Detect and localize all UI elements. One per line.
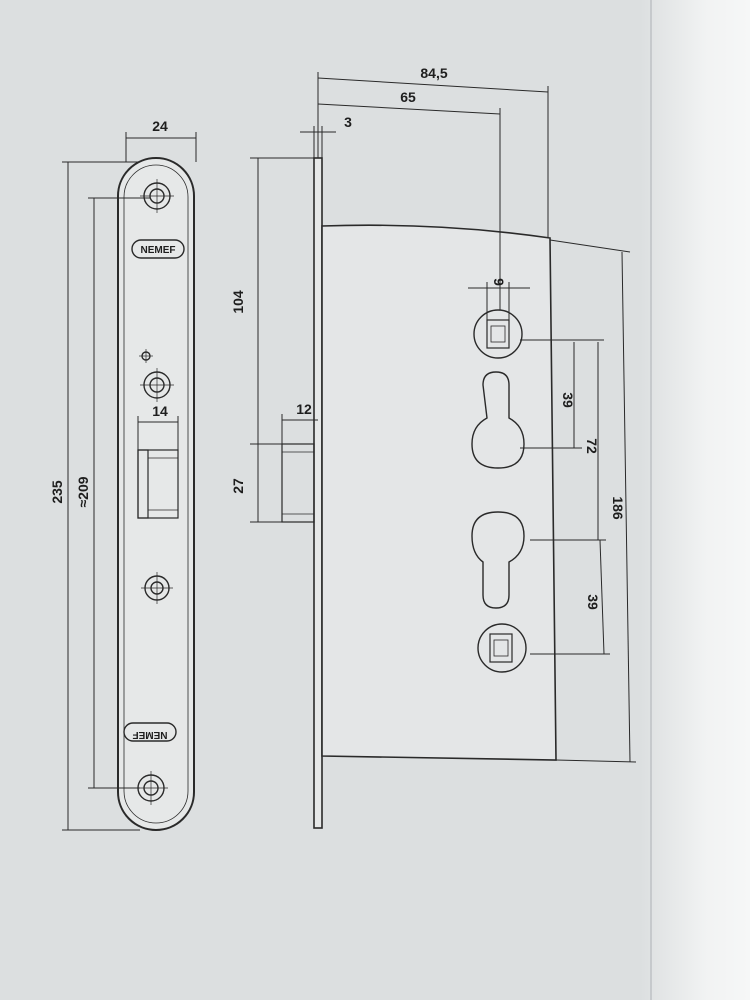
upper-follower	[473, 309, 523, 359]
brand-badge-top	[131, 239, 185, 259]
dim-latch-projection: 12	[296, 401, 312, 417]
lower-cylinder-hole	[471, 511, 525, 609]
dim-latch-width: 14	[152, 403, 168, 419]
latch-slot	[137, 449, 179, 519]
dim-upper-spacing: 39	[560, 392, 576, 408]
faceplate-front-view	[117, 157, 195, 831]
brand-label-top: NEMEF	[141, 245, 176, 256]
lock-side-view	[281, 157, 557, 829]
dim-plate-width: 24	[152, 118, 168, 134]
side-dimension-lines	[250, 72, 637, 763]
paper-edge	[650, 0, 652, 1000]
dim-total-depth: 84,5	[420, 65, 447, 81]
top-screw-hole	[140, 179, 174, 213]
brand-badge-bottom	[123, 722, 177, 742]
upper-spindle-hole	[140, 368, 174, 402]
dim-screw-spacing: ≈209	[75, 476, 91, 507]
lower-follower	[477, 623, 527, 673]
dim-latch-height: 27	[230, 478, 246, 494]
dim-plate-thickness: 3	[344, 114, 352, 130]
upper-cylinder-hole	[471, 371, 525, 469]
brand-label-bottom: NEMEF	[133, 729, 168, 740]
front-dimension-lines	[62, 132, 197, 831]
middle-screw-hole	[141, 572, 173, 604]
center-mark	[139, 349, 153, 363]
dim-case-height: 186	[610, 496, 626, 520]
dim-backset: 65	[400, 89, 416, 105]
dim-latch-offset: 104	[230, 290, 246, 314]
paper-shadow	[640, 0, 750, 1000]
dim-plate-length: 235	[49, 480, 65, 504]
dim-spindle-size: 9	[491, 278, 507, 286]
dim-center-distance: 72	[584, 438, 600, 454]
dim-lower-spacing: 39	[585, 594, 601, 610]
